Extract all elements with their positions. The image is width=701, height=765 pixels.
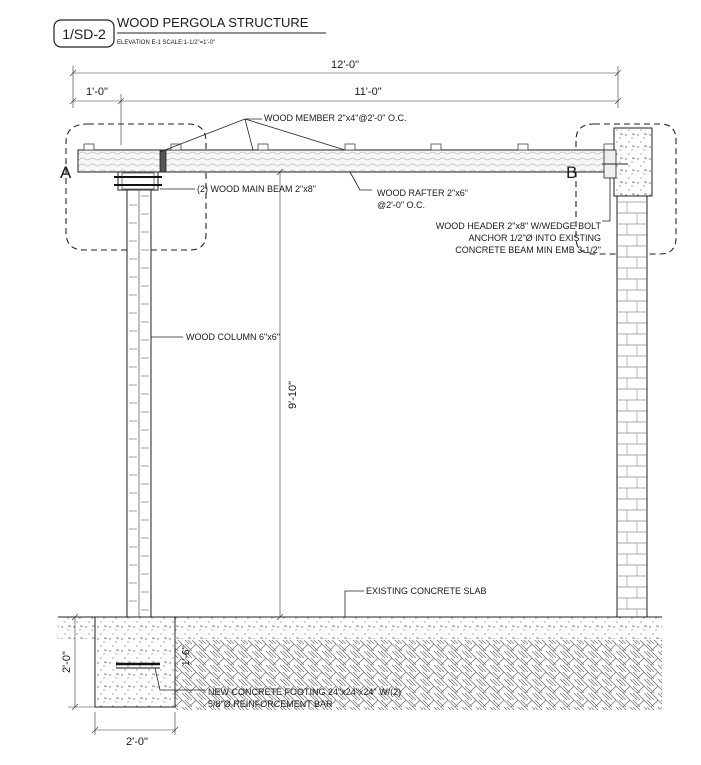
dimension-footing-depth: 2'-0" — [61, 613, 95, 711]
detail-bubble-b — [575, 123, 677, 255]
concrete-footing — [94, 616, 176, 708]
callout-header-line3: CONCRETE BEAM MIN EMB 3-1/2" — [455, 245, 601, 255]
callout-column: WOOD COLUMN 6"x6" — [186, 332, 280, 342]
callout-main-beam: (2) WOOD MAIN BEAM 2"x8" — [197, 184, 316, 194]
compacted-soil — [175, 640, 662, 710]
ground-section — [58, 616, 662, 710]
callout-footing-line1: NEW CONCRETE FOOTING 24"x24"x24" W/(2) — [208, 687, 401, 697]
title-block: 1/SD-2 WOOD PERGOLA STRUCTURE ELEVATION … — [53, 15, 326, 48]
sheet-id-box — [53, 19, 115, 48]
embed-depth-label: 1'-6" — [181, 646, 192, 666]
section-marker-b: B — [566, 163, 577, 182]
dimension-span: 1'-0" 11'-0" — [69, 86, 622, 145]
wood-column-6x6 — [126, 189, 152, 686]
drawing-subtitle: ELEVATION E-1 SCALE:1-1/2"=1'-0" — [117, 40, 215, 46]
callout-wood-member: WOOD MEMBER 2"x4"@2'-0" O.C. — [264, 113, 406, 123]
main-beam-connection — [114, 171, 162, 191]
span-label: 11'-0" — [354, 86, 381, 98]
column-height-label: 9'-10" — [287, 381, 299, 409]
callout-header-line2: ANCHOR 1/2"Ø INTO EXISTING — [468, 233, 601, 243]
drawing-title: WOOD PERGOLA STRUCTURE — [117, 15, 309, 30]
footing-width-label: 2'-0" — [126, 736, 148, 748]
callout-header-line1: WOOD HEADER 2"x8" W/WEDGE BOLT — [436, 221, 602, 231]
callout-slab: EXISTING CONCRETE SLAB — [366, 586, 487, 596]
dimension-overall: 12'-0" — [69, 59, 622, 108]
footing-depth-label: 2'-0" — [61, 651, 73, 673]
existing-slab — [58, 617, 662, 639]
existing-concrete-wall — [602, 127, 653, 620]
existing-brick-column — [616, 195, 648, 619]
dimension-footing-width: 2'-0" — [91, 712, 179, 748]
left-offset-label: 1'-0" — [86, 86, 108, 98]
dimension-column-height: 9'-10" — [276, 168, 299, 621]
sheet-id: 1/SD-2 — [62, 26, 106, 42]
dimension-embed-depth: 1'-6" — [174, 627, 192, 690]
callout-footing-line2: 5/8"Ø REINFORCEMENT BAR — [208, 699, 333, 709]
callout-rafter-line2: @2'-0" O.C. — [377, 200, 425, 210]
overall-width-label: 12'-0" — [331, 59, 359, 71]
leader-lines — [151, 118, 611, 691]
section-marker-a: A — [60, 163, 72, 182]
callout-rafter-line1: WOOD RAFTER 2"x6" — [377, 188, 468, 198]
rafter-beam — [77, 143, 617, 173]
